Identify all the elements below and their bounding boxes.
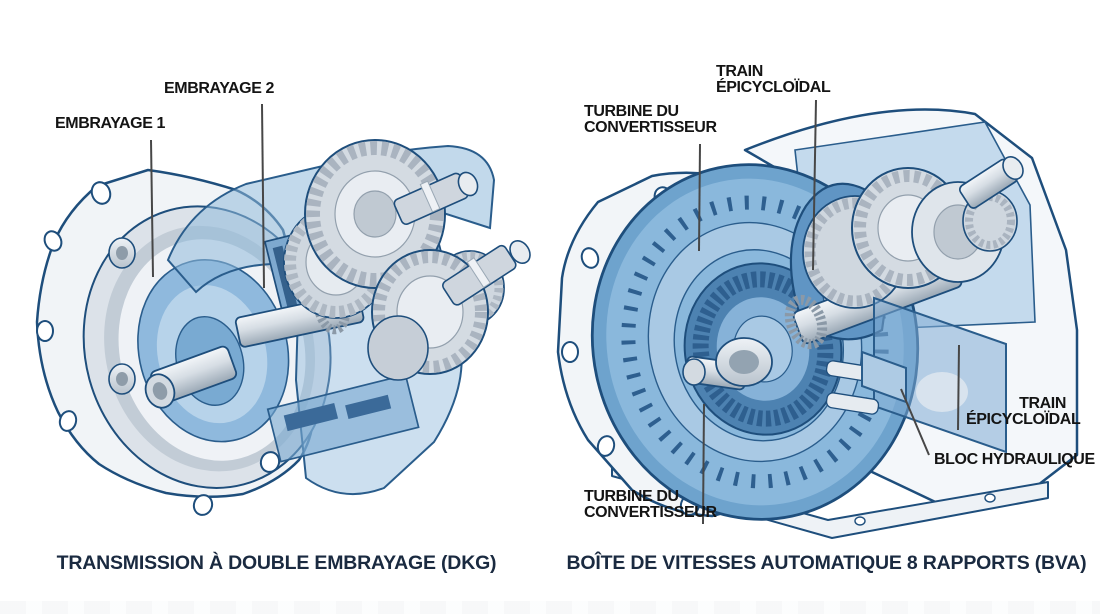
leader-lines xyxy=(150,99,960,525)
dkg-input-shaft xyxy=(144,345,238,409)
dkg-spline-shaft-a xyxy=(393,171,479,225)
bottom-faint-strip xyxy=(0,601,1100,614)
leader-bloc-hydraulique xyxy=(900,388,930,456)
leader-train-right xyxy=(957,344,960,431)
bva-turbine-hub xyxy=(682,337,773,391)
leader-turbine-bottom xyxy=(702,403,705,525)
dkg-spline-shaft-b xyxy=(442,240,531,306)
label-train-epicycloidal-top: TRAIN ÉPICYCLOÏDAL xyxy=(716,63,831,96)
dkg-gear-cluster xyxy=(283,139,531,381)
dkg-illustration xyxy=(35,139,531,516)
label-bloc-hydraulique: BLOC HYDRAULIQUE xyxy=(934,451,1095,468)
label-embrayage-2: EMBRAYAGE 2 xyxy=(164,80,275,97)
leader-embrayage-1 xyxy=(150,139,154,278)
label-embrayage-1: EMBRAYAGE 1 xyxy=(55,115,166,132)
dkg-gear-big xyxy=(304,139,446,289)
caption-dkg: TRANSMISSION À DOUBLE EMBRAYAGE (DKG) xyxy=(56,552,497,574)
dkg-bolt-holes xyxy=(36,181,281,516)
label-turbine-convertisseur-top: TURBINE DU CONVERTISSEUR xyxy=(584,103,717,136)
label-train-epicycloidal-right: TRAIN ÉPICYCLOÏDAL xyxy=(966,395,1081,428)
caption-bva: BOÎTE DE VITESSES AUTOMATIQUE 8 RAPPORTS… xyxy=(566,552,1087,574)
leader-embrayage-2 xyxy=(261,103,265,289)
bva-valve-body xyxy=(825,296,1007,454)
leader-train-top xyxy=(812,99,817,271)
leader-turbine-top xyxy=(698,143,701,252)
bva-planetary-gears xyxy=(802,167,1018,309)
dkg-bolt-bosses xyxy=(108,237,136,395)
bva-illustration xyxy=(556,108,1079,539)
bva-output-shaft xyxy=(958,156,1024,209)
dkg-lower-internals xyxy=(266,373,420,463)
label-turbine-convertisseur-bottom: TURBINE DU CONVERTISSEUR xyxy=(584,488,717,521)
